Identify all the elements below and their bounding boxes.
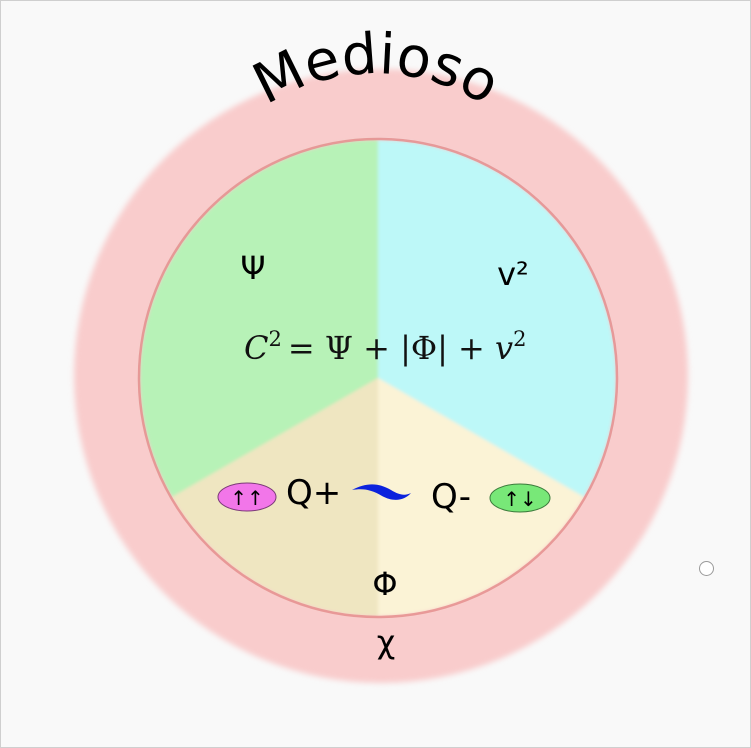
q-minus-badge: ↑↓ (489, 483, 551, 513)
equation-v-exponent: 2 (513, 327, 526, 351)
psi-label: Ψ (240, 249, 265, 287)
phi-label: Φ (372, 565, 397, 603)
inner-disk-border (137, 137, 619, 619)
sector-phi-right (378, 378, 584, 616)
q-minus-label: Q- (431, 477, 471, 517)
equation-v: v (495, 329, 513, 367)
v-squared-label: v² (497, 255, 529, 293)
equation: C2= Ψ + |Φ| + v2 (244, 327, 526, 367)
up-down-spin-label: ↑↓ (503, 487, 537, 511)
inner-disk (140, 140, 616, 616)
sector-psi (140, 140, 378, 497)
up-up-spin-label: ↑↑ (230, 486, 264, 510)
equation-lhs-exponent: 2 (268, 327, 281, 351)
q-plus-label: Q+ (286, 473, 341, 513)
wave-link-icon (352, 484, 411, 500)
equation-rhs: = Ψ + |Φ| + (288, 329, 495, 367)
equation-lhs: C (244, 329, 268, 367)
radio-button[interactable] (699, 561, 714, 576)
q-plus-badge: ↑↑ (217, 482, 277, 512)
chi-label: χ (377, 623, 395, 661)
sector-v2 (378, 140, 616, 497)
